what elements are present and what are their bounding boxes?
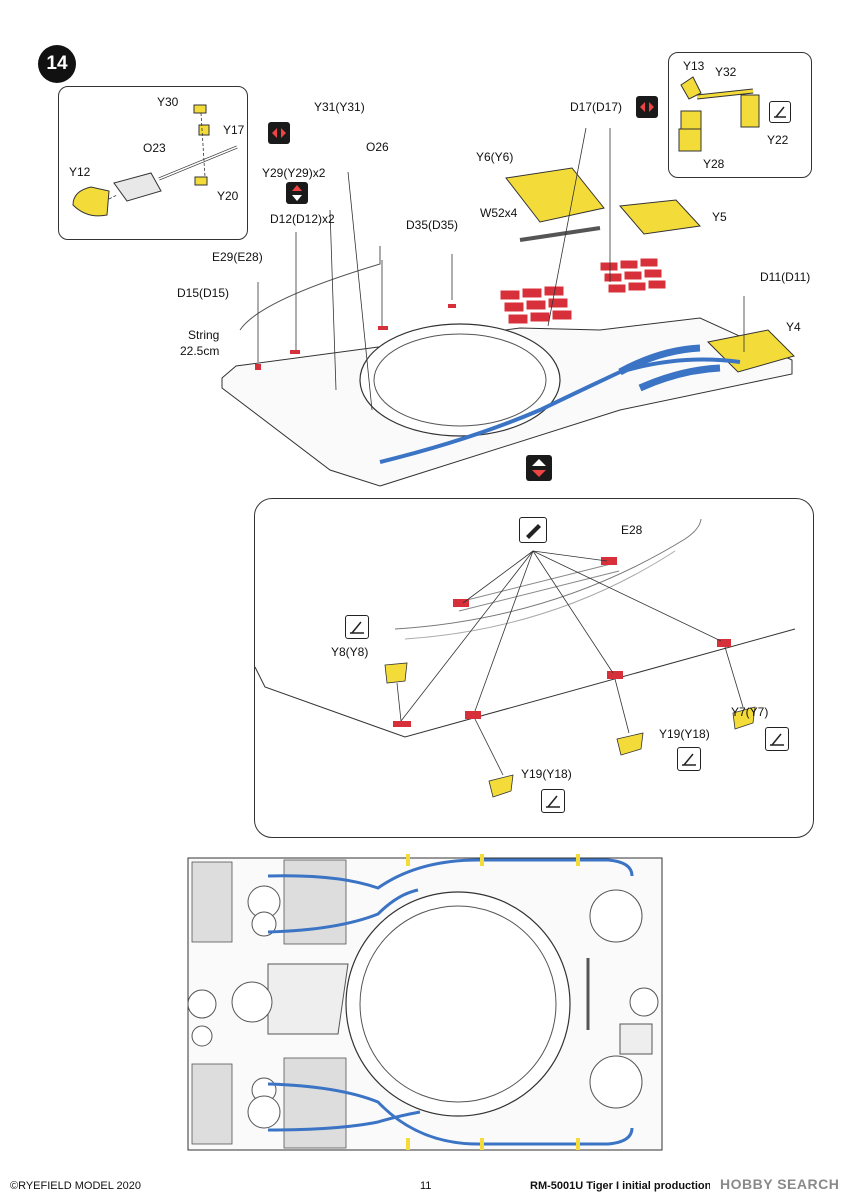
label-string: String (188, 328, 220, 342)
footer-page-number: 11 (420, 1180, 432, 1192)
label-o23: O23 (143, 141, 166, 155)
detail-label-y7: Y7(Y7) (731, 705, 769, 719)
label-string-length: 22.5cm (180, 344, 220, 358)
label-y4: Y4 (786, 320, 801, 334)
glue-icon-y8 (345, 615, 369, 639)
label-y12: Y12 (69, 165, 91, 179)
bracket-drawing (678, 76, 760, 152)
top-down-view-drawing (187, 854, 663, 1151)
detail-label-y19-right: Y19(Y18) (659, 727, 710, 741)
shovel-drawing (72, 104, 238, 217)
label-d35: D35(D35) (406, 218, 459, 232)
glue-icon-y19-left (541, 789, 565, 813)
detail-label-y8: Y8(Y8) (331, 645, 369, 659)
detail-drawing (254, 518, 796, 798)
rotate-vertical-icon (286, 182, 308, 204)
label-y31: Y31(Y31) (314, 100, 365, 114)
label-y22: Y22 (767, 133, 789, 147)
glue-icon-y7 (765, 727, 789, 751)
label-d11: D11(D11) (760, 270, 811, 284)
footer-copyright: ©RYEFIELD MODEL 2020 (10, 1180, 141, 1192)
apply-glue-icon (519, 517, 547, 543)
watermark: HOBBY SEARCH (720, 1176, 840, 1192)
label-y30: Y30 (157, 95, 179, 109)
label-y29: Y29(Y29)x2 (262, 166, 326, 180)
detail-inset: E28 Y8(Y8) Y19(Y18) Y19(Y18) Y7(Y7) (254, 498, 814, 838)
footer-product: RM-5001U Tiger I initial production earl… (530, 1180, 710, 1192)
step-number: 14 (46, 53, 68, 74)
label-y28: Y28 (703, 157, 725, 171)
label-y20: Y20 (217, 189, 239, 203)
label-y5: Y5 (712, 210, 727, 224)
shovel-inset: Y30 Y17 O23 Y12 Y20 (58, 86, 248, 240)
label-y32: Y32 (715, 65, 737, 79)
label-w52: W52x4 (480, 206, 518, 220)
hull-roof-exploded-drawing (221, 127, 795, 487)
rotate-horizontal-icon (268, 122, 290, 144)
label-d17: D17(D17) (570, 100, 623, 114)
label-d12: D12(D12)x2 (270, 212, 335, 226)
flip-vertical-icon (526, 455, 552, 481)
label-d15: D15(D15) (177, 286, 230, 300)
detail-label-y19-left: Y19(Y18) (521, 767, 572, 781)
label-o26: O26 (366, 140, 389, 154)
step-number-badge: 14 (38, 45, 76, 83)
glue-icon (769, 101, 791, 123)
label-e29: E29(E28) (212, 250, 263, 264)
label-y17: Y17 (223, 123, 245, 137)
bracket-inset: Y13 Y32 Y22 Y28 (668, 52, 812, 178)
glue-icon-y19-right (677, 747, 701, 771)
rotate-horizontal-icon-right (636, 96, 658, 118)
label-y13: Y13 (683, 59, 705, 73)
detail-label-e28: E28 (621, 523, 643, 537)
label-y6: Y6(Y6) (476, 150, 514, 164)
